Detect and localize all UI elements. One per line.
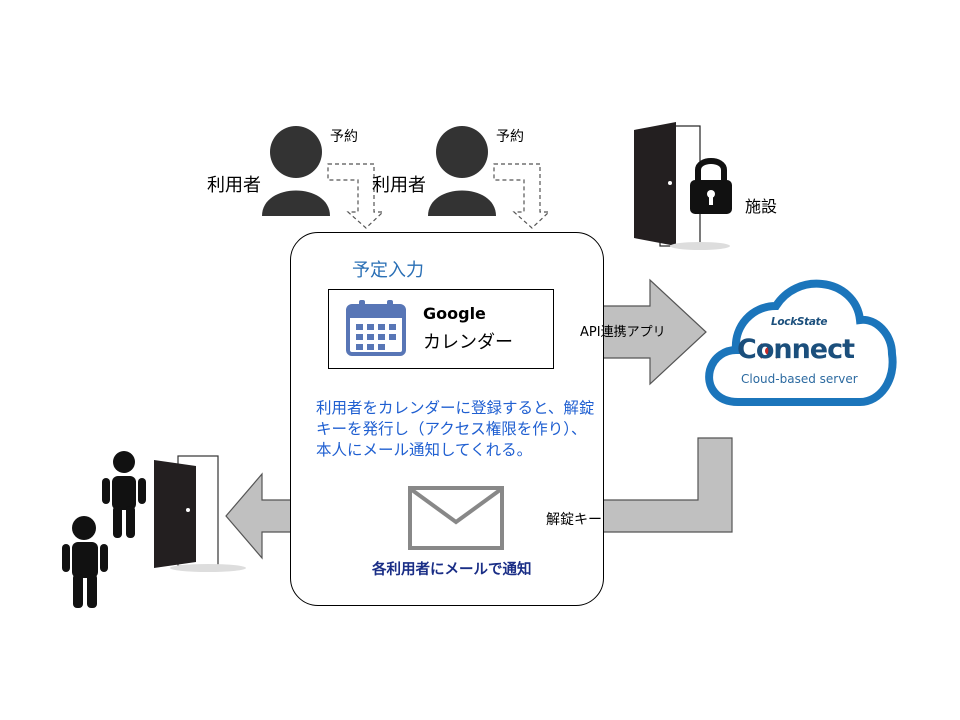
reserve-2-label: 予約 [496,129,524,145]
wireless-signal-icon [758,343,780,359]
cloud-brand-small: LockState [771,316,828,328]
walking-person-1-icon [102,451,146,538]
cloud-server-icon [705,279,897,406]
reserve-arrow-1 [327,163,385,229]
calendar-vendor-label: Google [423,304,486,323]
facility-label: 施設 [745,197,778,216]
unlock-key-label: 解錠キー [546,512,602,528]
section-title: 予定入力 [352,260,424,281]
cloud-brand: Connect [737,334,855,365]
process-description: 利用者をカレンダーに登録すると、解錠キーを発行し（アクセス権限を作り）、本人にメ… [316,399,595,459]
calendar-icon [346,300,406,356]
user-2-icon [428,126,496,216]
email-notify-label: 各利用者にメールで通知 [372,562,532,578]
entrance-door-icon [154,455,246,572]
walking-person-2-icon [62,516,108,608]
user-2-label: 利用者 [372,175,426,196]
lock-icon [690,158,732,214]
user-1-label: 利用者 [207,175,261,196]
cloud-subtitle: Cloud-based server [741,372,858,386]
reserve-1-label: 予約 [330,129,358,145]
calendar-product-label: カレンダー [423,332,513,353]
reserve-arrow-2 [493,163,551,229]
mail-envelope-icon [408,486,504,550]
api-app-label: API連携アプリ [580,325,666,340]
user-1-icon [262,126,330,216]
